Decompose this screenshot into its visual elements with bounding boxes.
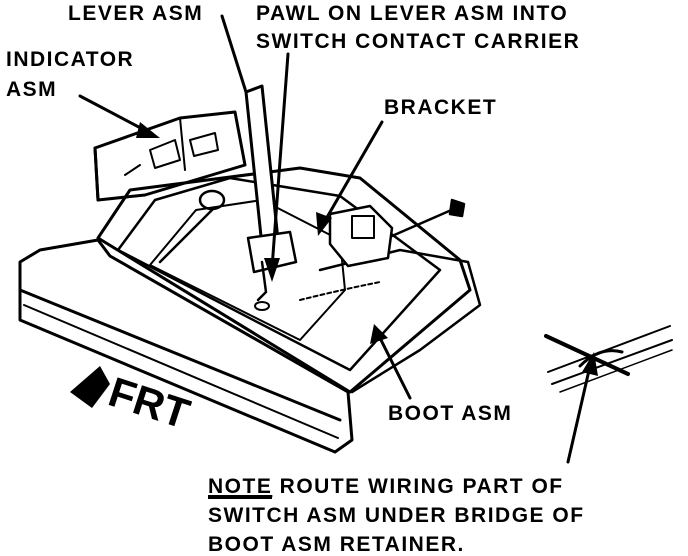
arrowhead-boot — [370, 324, 388, 344]
label-lever-asm: LEVER ASM — [68, 2, 203, 25]
arrowhead-indicator — [136, 122, 160, 138]
wire-under-bridge — [544, 334, 630, 376]
leader-boot — [376, 332, 412, 400]
leader-bracket — [320, 120, 384, 228]
shift-lever — [158, 84, 298, 311]
note-line1-rest: ROUTE WIRING PART OF — [272, 475, 563, 498]
leader-lines — [78, 14, 598, 464]
label-bracket: BRACKET — [384, 96, 497, 119]
pawl-detail — [256, 260, 268, 302]
note-block: NOTE ROUTE WIRING PART OF SWITCH ASM UND… — [208, 475, 585, 556]
label-boot-asm: BOOT ASM — [388, 402, 512, 425]
label-indicator-line1: INDICATOR — [6, 48, 134, 71]
indicator-housing-top — [179, 117, 186, 171]
arrowhead-pawl — [264, 258, 280, 282]
console-slot — [149, 199, 346, 341]
console-base-edge-lower — [23, 304, 339, 439]
bridge-rail-upper — [547, 325, 671, 373]
retainer-bridge-detail — [544, 325, 673, 393]
label-indicator-line2: ASM — [6, 78, 57, 101]
front-direction-marker: FRT — [70, 366, 196, 438]
indicator-window — [124, 132, 219, 176]
bridge-rail-edge — [559, 349, 673, 393]
frt-label: FRT — [103, 368, 195, 438]
lever-knob-base — [198, 189, 226, 211]
bracket-bolt — [390, 206, 458, 238]
note-keyword: NOTE — [208, 475, 272, 498]
lever-shaft — [244, 84, 280, 248]
bridge-rail-lower — [551, 339, 673, 385]
bracket-slot — [351, 215, 375, 239]
leader-lever — [220, 14, 248, 94]
bridge-hump — [578, 349, 624, 368]
note-line3: BOOT ASM RETAINER. — [208, 533, 465, 556]
arrowhead-bracket — [316, 212, 332, 236]
leader-pawl — [270, 52, 290, 270]
indicator-housing — [93, 110, 247, 202]
indicator-housing-edge — [93, 146, 100, 202]
label-pawl-line2: SWITCH CONTACT CARRIER — [256, 30, 580, 53]
bracket-body — [328, 204, 394, 268]
pawl-pin — [254, 301, 270, 311]
note-line1: NOTE ROUTE WIRING PART OF — [208, 475, 564, 498]
wiring-strand — [299, 281, 381, 301]
note-line2: SWITCH ASM UNDER BRIDGE OF — [208, 504, 585, 527]
lever-link — [158, 208, 214, 264]
leader-note — [566, 364, 592, 464]
bracket-bolt-head — [448, 198, 466, 218]
bracket-assembly — [299, 198, 466, 301]
callout-labels: LEVER ASM PAWL ON LEVER ASM INTO SWITCH … — [6, 2, 580, 425]
arrowhead-note — [582, 352, 598, 376]
console-top-plate — [96, 166, 472, 394]
console-base-edge — [18, 288, 342, 422]
front-arrow-icon — [70, 366, 110, 408]
label-pawl-line1: PAWL ON LEVER ASM INTO — [256, 2, 568, 25]
